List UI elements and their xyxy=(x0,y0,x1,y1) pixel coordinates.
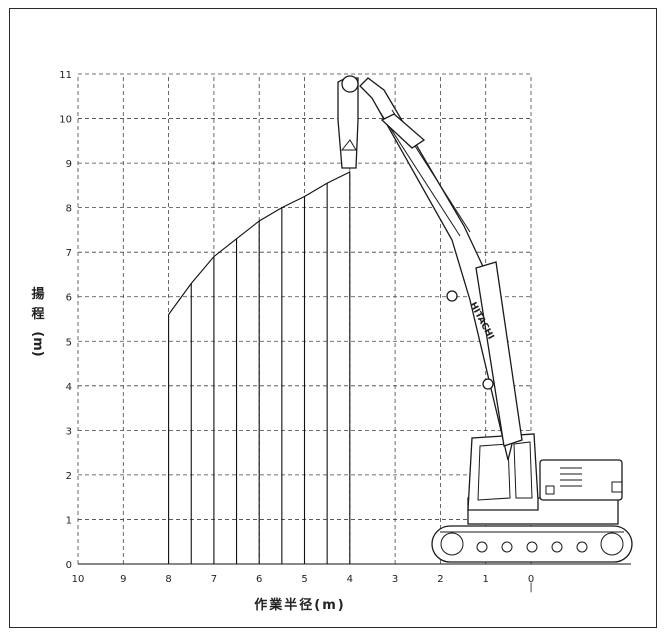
y-tick-label: 6 xyxy=(66,293,72,304)
working-envelope xyxy=(168,171,351,564)
track-rollers xyxy=(440,531,624,556)
y-axis-label-unit: (m) xyxy=(30,331,45,356)
y-tick-label: 2 xyxy=(66,471,72,482)
x-tick-label: 0 xyxy=(528,574,534,585)
engine-vents xyxy=(545,467,623,495)
cab-door-window xyxy=(513,441,533,499)
y-axis-ticks: 0 1 2 3 4 5 6 7 8 9 10 11 xyxy=(59,70,72,571)
arm-cylinder xyxy=(380,113,426,149)
y-axis-label-char-1: 揚 xyxy=(31,286,44,302)
y-tick-label: 7 xyxy=(66,248,72,259)
x-tick-label: 9 xyxy=(120,574,126,585)
x-tick-label: 10 xyxy=(72,574,85,585)
y-tick-label: 9 xyxy=(66,159,72,170)
y-tick-label: 11 xyxy=(59,70,72,81)
y-tick-label: 3 xyxy=(66,426,72,437)
boom-pin xyxy=(446,290,458,302)
y-tick-label: 1 xyxy=(66,515,72,526)
x-tick-label: 4 xyxy=(347,574,353,585)
center-line-mark: | xyxy=(529,582,532,593)
y-tick-label: 8 xyxy=(66,204,72,215)
figure-frame xyxy=(9,8,657,628)
x-tick-label: 2 xyxy=(437,574,443,585)
excavator-illustration: HITACHI xyxy=(337,75,633,563)
attachment-mark xyxy=(340,139,357,151)
x-axis-label: 作業半径(m) xyxy=(254,597,345,613)
boom-cylinder xyxy=(475,261,523,447)
y-tick-label: 5 xyxy=(66,337,72,348)
cab xyxy=(467,433,539,511)
x-tick-label: 3 xyxy=(392,574,398,585)
cylinder-pin xyxy=(482,378,494,390)
attachment-pin xyxy=(341,75,359,93)
y-tick-label: 0 xyxy=(66,560,72,571)
y-tick-label: 4 xyxy=(66,382,72,393)
x-tick-label: 7 xyxy=(211,574,217,585)
y-axis-label-char-2: 程 xyxy=(31,307,44,322)
x-tick-label: 1 xyxy=(483,574,489,585)
x-tick-label: 8 xyxy=(165,574,171,585)
x-tick-label: 6 xyxy=(256,574,262,585)
x-tick-label: 5 xyxy=(301,574,307,585)
y-tick-label: 10 xyxy=(59,115,72,126)
track xyxy=(431,525,633,563)
